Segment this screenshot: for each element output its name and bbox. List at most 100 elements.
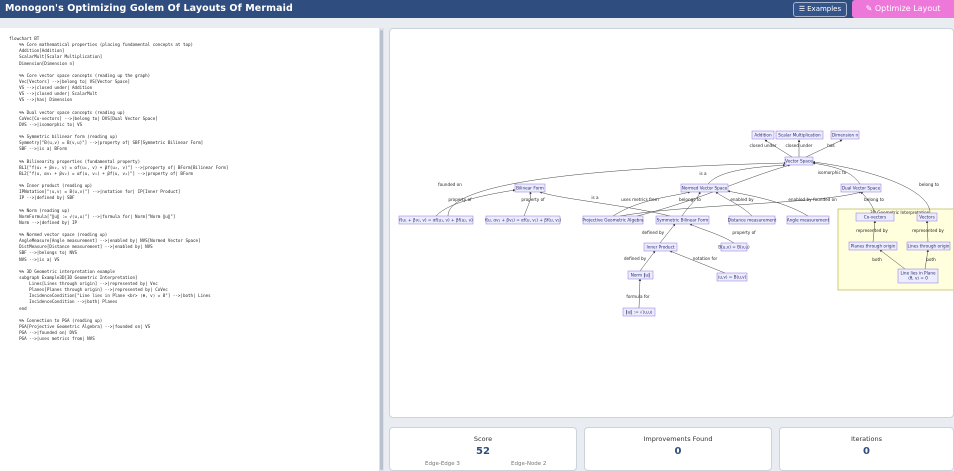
edge-label-e21: defined by [624,256,647,261]
edge-label-e24: both [926,257,936,262]
node-label-pga: Projective Geometric Algebra [582,218,644,223]
optimize-label: Optimize Layout [874,4,941,13]
node-label-inc1: Line lies in Plane [900,271,936,276]
edge-label-e15: belong to [864,197,884,202]
node-nf[interactable] [622,307,656,317]
edge-label-e6: isomorphic to [818,170,847,175]
node-add[interactable] [751,130,775,140]
mermaid-code-editor[interactable]: flowchart BT %% Core mathematical proper… [0,28,380,471]
examples-button[interactable]: ☰Examples [793,2,847,17]
node-label-inc2: ⟨θ, v⟩ = 0 [908,276,928,281]
iterations-label: Iterations [851,435,882,443]
edge-23 [879,249,906,270]
node-bl2[interactable] [485,215,561,225]
node-bf[interactable] [514,183,546,193]
node-label-li: Lines through origin [908,244,950,249]
edge-label-e12: enabled by [730,197,754,202]
edge-22 [669,250,726,274]
edge-21 [639,250,656,272]
edge-6 [812,162,861,185]
node-label-nf: ‖u‖ := √⟨u,u⟩ [626,310,653,315]
app-title: Monogon's Optimizing Golem Of Layouts Of… [5,3,293,14]
node-label-norm: Norm ‖u‖ [631,273,651,278]
edge-25 [638,278,642,309]
improvements-value: 0 [674,446,682,457]
edge-19 [872,220,877,243]
node-dist[interactable] [728,215,776,225]
edge-18 [689,223,735,244]
node-label-cov: Co-vectors [864,215,886,220]
node-label-ang: Angle measurement [787,218,830,223]
edge-label-e7: belong to [919,182,939,187]
node-ang[interactable] [786,215,830,225]
subgraph-title: 3D Geometric Interpretation [870,210,930,215]
score-label: Score [473,435,493,443]
node-sbf[interactable] [655,215,710,225]
edge-24 [924,249,929,270]
node-label-dim: Dimension n [832,133,859,138]
edge-label-e3: has [827,143,834,148]
node-bl1[interactable] [398,215,474,225]
iterations-card: Iterations 0 [779,427,954,471]
node-nvs[interactable] [680,183,729,193]
node-label-dvs: Dual Vector Space [842,186,881,191]
node-vec[interactable] [916,212,938,222]
edge-1 [764,139,793,158]
edge-9 [523,191,532,217]
node-label-sbf: Symmetric Bilinear Form [657,218,709,223]
edge-label-e20: represented by [912,228,944,233]
node-label-nvs: Normed Vector Space [682,186,728,191]
node-label-dist: Distance measurement [728,218,777,223]
edges-group [435,139,931,309]
node-pga[interactable] [582,215,644,225]
node-sm[interactable] [775,130,824,140]
node-label-bl1: f(u₁ + βv₂, v) = αf(u₁, v) + βf(u₂, v) [399,218,473,223]
app-header [0,0,954,18]
node-label-vec: Vectors [919,215,935,220]
edge-label-e9: property of [521,197,545,202]
edge-10 [612,191,691,217]
node-dvs[interactable] [840,183,882,193]
node-incidence[interactable] [897,268,939,284]
editor-scrollbar-thumb[interactable] [380,30,383,470]
node-li[interactable] [906,241,951,251]
edge-label-e22: notation for [693,256,718,261]
node-dim[interactable] [830,130,860,140]
edge-label-e23: both [872,257,882,262]
edge-label-e4: founded on [438,182,462,187]
node-label-sm: Scalar Multiplication [778,133,821,138]
node-ipn[interactable] [716,272,748,282]
optimize-layout-button[interactable]: ✎ Optimize Layout [852,0,954,18]
edge-label-e14: founded on [813,197,837,202]
edge-label-e17: defined by [642,230,665,235]
node-label-bf: Bilinear Form [516,186,544,191]
wand-icon: ✎ [865,4,873,13]
node-label-add: Addition [754,133,772,138]
edge-15 [860,191,876,214]
node-cov[interactable] [855,212,895,222]
node-vs[interactable] [784,156,814,166]
code-text[interactable]: flowchart BT %% Core mathematical proper… [9,36,229,342]
improvements-card: Improvements Found 0 [584,427,772,471]
node-label-bl2: f(u, αv₁ + βv₂) = αf(u, v₁) + βf(u, v₂) [485,218,562,223]
edge-label-e13: enabled by [788,197,812,202]
node-ip[interactable] [643,242,678,252]
node-sym[interactable] [720,242,748,252]
edge-edge-count: Edge-Edge 3 [425,461,460,467]
edge-12 [715,191,753,217]
examples-label: Examples [807,5,842,13]
diagram-canvas[interactable]: 3D Geometric Interpretation closed under… [390,29,953,417]
edge-5 [707,163,786,185]
node-label-vs: Vector Space [785,159,813,164]
node-label-sym: B(u,v) = B(v,u) [718,245,750,250]
edge-13 [727,190,809,217]
edge-label-e11: belongs to [679,197,701,202]
nodes-group: Addition Scalar Multiplication Dimension n… [398,130,951,317]
edge-label-e18: property of [732,230,756,235]
edge-14 [619,191,862,217]
edge-label-e10: uses metrics from [621,197,659,202]
node-pl[interactable] [848,241,898,251]
node-norm[interactable] [627,270,654,280]
edge-8 [435,189,516,217]
